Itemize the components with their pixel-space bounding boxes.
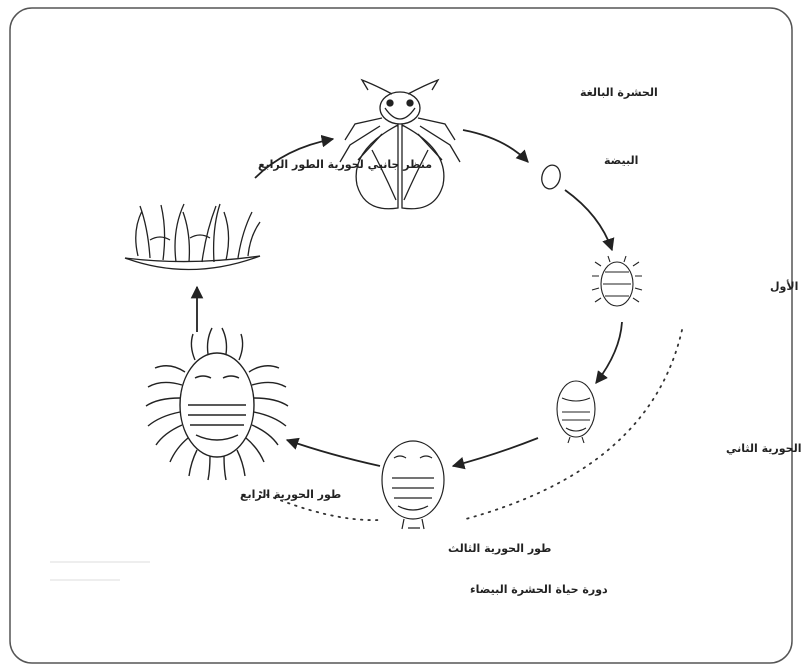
label-nymph2: طور الحورية الثاني — [726, 442, 802, 455]
label-egg: البيضة — [604, 154, 638, 167]
diagram-caption: دورة حياة الحشرة البيضاء — [470, 583, 608, 596]
label-nymph4: طور الحورية الرابع — [240, 488, 341, 501]
label-nymph1: طور الحورية الأول — [770, 279, 802, 293]
label-adult: الحشرة البالغة — [580, 86, 658, 99]
label-nymph4-side: منظر جانبي لحورية الطور الرابع — [258, 158, 432, 171]
label-nymph3: طور الحورية الثالث — [448, 542, 551, 555]
